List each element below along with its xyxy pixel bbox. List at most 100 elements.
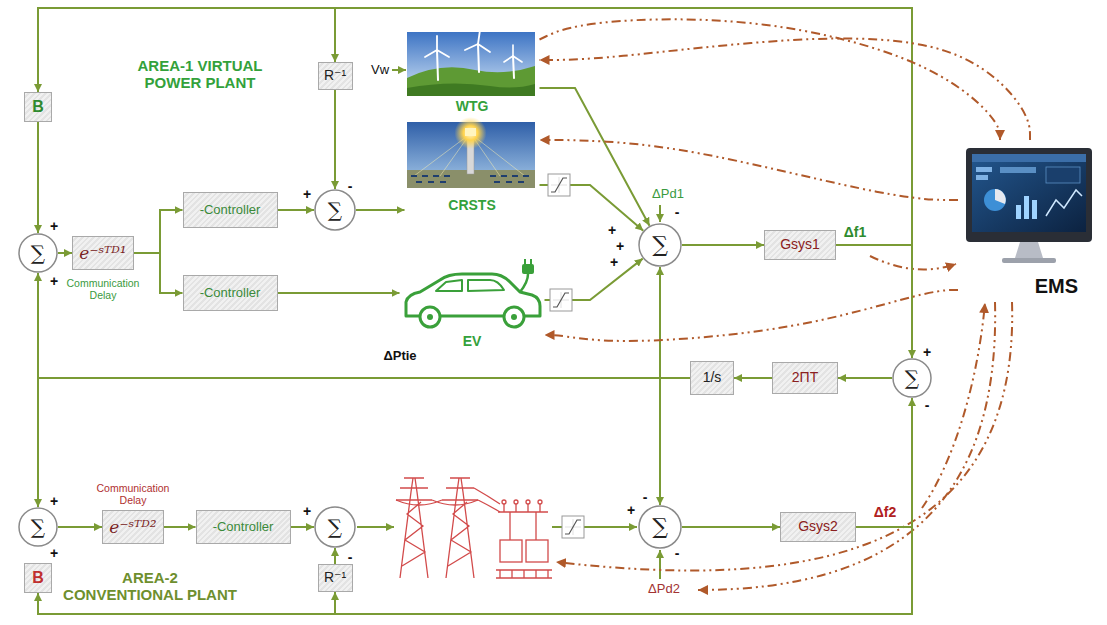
node-text: WTG [456, 99, 489, 114]
conventional-plant-picture [396, 478, 432, 578]
ems-terminal-picture [984, 189, 1006, 211]
conventional-plant-picture [502, 500, 506, 504]
summing-junction: ∑ [314, 189, 356, 231]
signal-line [38, 378, 690, 507]
sign-label: - [643, 489, 648, 505]
node-text: ∑ [31, 516, 45, 538]
ems-terminal-picture [1015, 242, 1043, 258]
electric-vehicle-picture [520, 274, 528, 292]
signal-line [682, 526, 780, 528]
node-text: R⁻¹ [324, 68, 346, 83]
signal-line [134, 253, 183, 293]
node-text: ∑ [328, 199, 342, 221]
controller-block: -Controller [183, 275, 278, 311]
delay-block: e⁻ˢᵀᴰ¹ [72, 236, 134, 270]
wind-farm-picture [407, 66, 535, 96]
electric-vehicle-picture [427, 314, 433, 320]
wind-farm-picture [465, 30, 490, 52]
sign-label: - [675, 204, 680, 220]
wind-farm-picture [425, 36, 449, 57]
signal-line [836, 245, 912, 358]
node-text: EV [463, 334, 482, 349]
signal-wire [392, 69, 406, 71]
wind-farm-picture [504, 45, 522, 62]
node-text: 1/s [703, 370, 722, 385]
junction-outline [315, 190, 355, 230]
signal-line [278, 209, 315, 211]
wind-farm-picture [407, 30, 535, 96]
input-name: Vw [371, 63, 389, 78]
ems-terminal-picture [1002, 258, 1056, 263]
sign-label: + [627, 502, 635, 518]
ems-link [922, 303, 985, 508]
solar-tower-picture [407, 122, 535, 188]
limiter-symbol [550, 289, 572, 311]
conventional-plant-picture [526, 500, 530, 504]
ems-link [540, 140, 959, 200]
limiter-symbol [548, 174, 570, 196]
conventional-plant-picture [396, 478, 552, 578]
junction-outline [639, 506, 681, 548]
ems-terminal-picture [995, 189, 1006, 204]
junction-outline [315, 507, 355, 547]
ems-terminal-picture [1046, 167, 1080, 183]
signal-name: ΔPd2 [648, 582, 680, 597]
solar-tower-unit: CRSTS [405, 120, 540, 214]
limiter-symbol [565, 519, 581, 535]
node-text: ∑ [31, 242, 45, 264]
solar-tower-picture [411, 176, 529, 182]
wind-farm-picture [478, 44, 479, 72]
summing-junction: ∑ [314, 506, 356, 548]
controller-block: -Controller [196, 510, 291, 544]
limiter-symbol [565, 520, 581, 534]
node-text: ∑ [328, 516, 342, 538]
node-text: Gsys1 [780, 237, 820, 252]
junction-outline [19, 508, 57, 546]
sign-label: + [616, 238, 624, 254]
signal-line [734, 377, 772, 379]
signal-line [838, 377, 892, 379]
signal-line [37, 122, 39, 233]
sign-label: + [50, 218, 58, 234]
delay-note: Communication Delay [63, 277, 143, 301]
signal-name: ΔPd1 [652, 187, 684, 202]
wind-turbine-unit: WTG [405, 29, 540, 115]
electric-vehicle-picture [522, 264, 534, 274]
junction-outline [893, 359, 931, 397]
sign-label: + [610, 254, 618, 270]
signal-line [38, 273, 690, 378]
node-text: 2ΠT [792, 370, 818, 385]
signal-line [334, 548, 336, 564]
signal-line [38, 8, 912, 245]
ems-terminal-picture [1000, 167, 1036, 173]
electric-vehicle-picture [436, 280, 462, 291]
solar-tower-picture [407, 117, 535, 188]
sign-label: + [50, 273, 58, 289]
sign-label: - [925, 397, 930, 413]
ems-terminal: EMS [958, 140, 1100, 298]
ems-terminal-picture [976, 175, 988, 180]
conventional-plant-picture [498, 504, 548, 540]
ems-terminal-picture [972, 154, 1086, 162]
wind-farm-picture [425, 30, 522, 80]
limiter-symbol [551, 177, 567, 193]
node-text: R⁻¹ [324, 570, 346, 585]
sign-label: + [50, 545, 58, 561]
summing-junction: ∑ [18, 507, 58, 547]
limiter-symbol [562, 516, 584, 538]
gain-block: B [24, 563, 52, 593]
gain-block: 2ΠT [772, 362, 838, 394]
ems-terminal-picture [1016, 205, 1021, 219]
limiter-symbol [553, 293, 569, 307]
signal-line [164, 526, 196, 528]
ems-terminal-picture [966, 148, 1092, 242]
signal-line [278, 292, 400, 294]
signal-wire [357, 70, 660, 579]
node-text: e⁻ˢᵀᴰ² [109, 518, 156, 537]
ems-link [540, 39, 1031, 140]
